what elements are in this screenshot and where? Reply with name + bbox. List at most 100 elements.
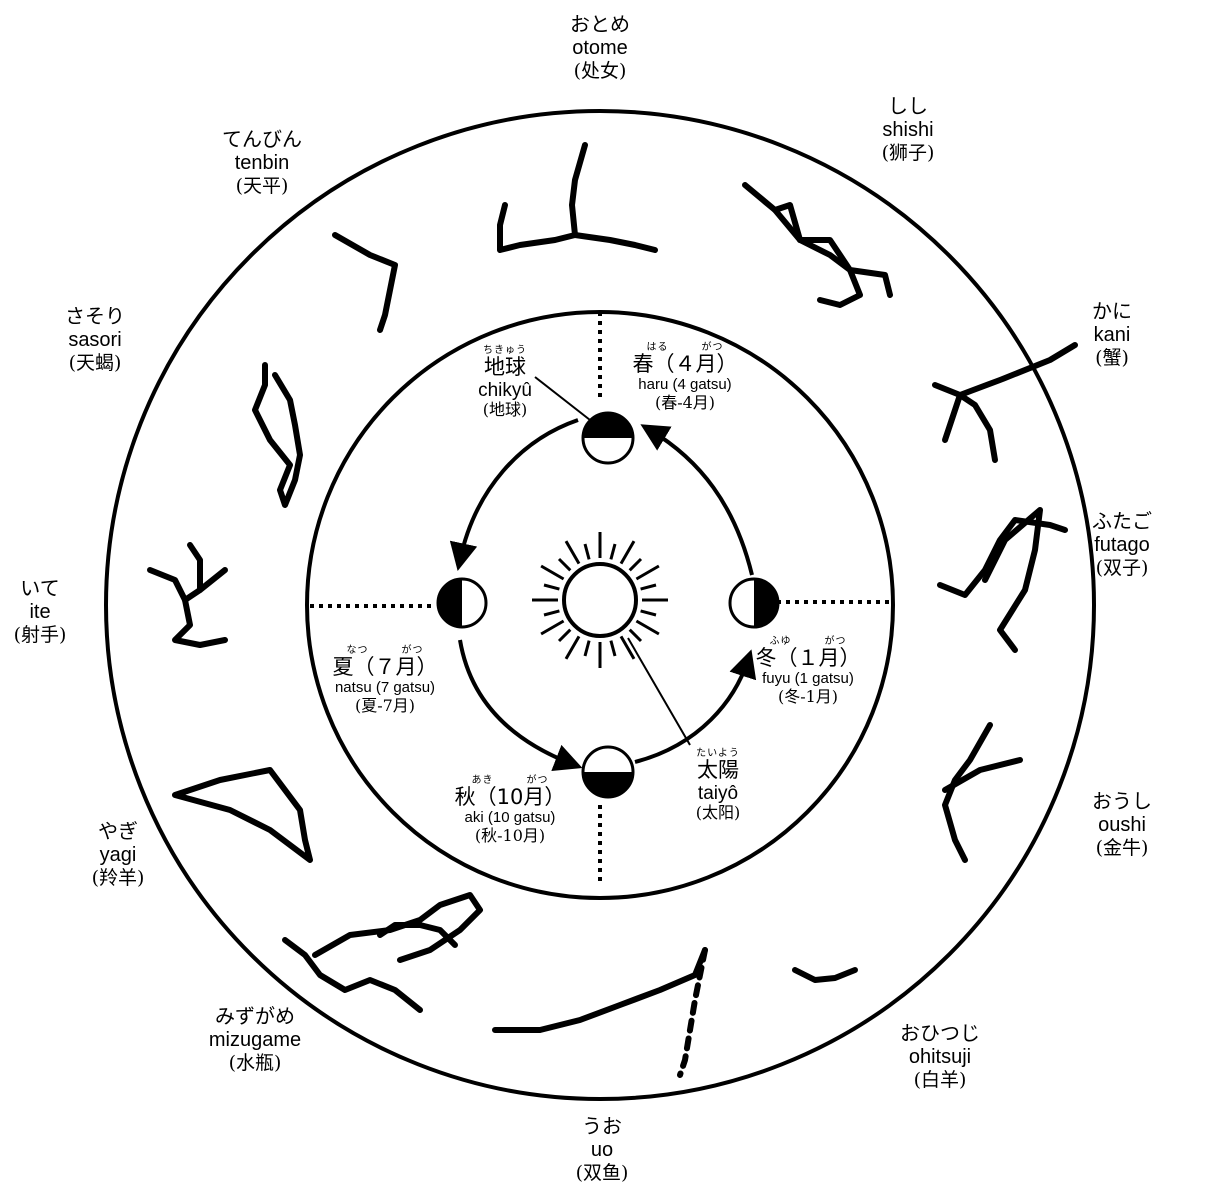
label-autumn: あき がつ 秋（10月） aki (10 gatsu) (秋-10月) [430,775,590,844]
sun-ray [541,621,564,634]
main: 春（４月） [605,353,765,377]
romaji: ohitsuji [855,1046,1025,1070]
label-shishi: しし shishi (狮子) [823,95,993,165]
label-ite: いて ite (射手) [0,577,125,647]
sun-ray [566,541,579,564]
main: 地球 [425,356,585,380]
kanji: (白羊) [855,1069,1025,1091]
kana: ふたご [1037,510,1205,534]
kanji: (蟹) [1027,347,1197,369]
ite-constellation-icon [150,570,225,600]
romaji: taiyô [638,783,798,804]
label-oushi: おうし oushi (金牛) [1037,790,1205,860]
sun-ray [636,621,659,634]
sun-icon [532,532,668,668]
romaji: oushi [1037,814,1205,838]
kanji: (冬-1月) [728,688,888,706]
kana: みずがめ [170,1005,340,1029]
shishi-constellation-icon [745,185,860,305]
romaji: kani [1027,324,1197,348]
label-ohitsuji: おひつじ ohitsuji (白羊) [855,1022,1025,1092]
kani-constellation-icon-b [945,395,995,460]
futago-constellation-icon-b [985,510,1040,650]
label-sun: たいよう 太陽 taiyô (太阳) [638,748,798,822]
sun-ray [566,636,579,659]
ohitsuji-constellation-icon [795,970,855,980]
romaji: futago [1037,534,1205,558]
kanji: (夏-7月) [305,697,465,715]
kanji: (处女) [515,60,685,82]
label-tenbin: てんびん tenbin (天平) [177,128,347,198]
ite-constellation-icon-b [175,600,225,645]
sun-ray [641,611,656,615]
sun-ray [641,585,656,589]
ite-constellation-icon-c [190,545,200,590]
label-sasori: さそり sasori (天蝎) [10,305,180,375]
kanji: (水瓶) [170,1052,340,1074]
kanji: (太阳) [638,804,798,822]
sun-leader-line [628,638,690,745]
sun-ray [544,611,559,615]
main: 冬（１月） [728,647,888,671]
kana: やぎ [33,820,203,844]
label-yagi: やぎ yagi (羚羊) [33,820,203,890]
kanji: (射手) [0,624,125,646]
kana: てんびん [177,128,347,152]
kana: うお [517,1115,687,1139]
romaji: fuyu (1 gatsu) [728,671,888,688]
sun-ray [585,641,589,656]
romaji: aki (10 gatsu) [430,810,590,827]
oushi-constellation-icon [945,725,990,860]
earth-spring-icon [583,413,633,463]
otome-constellation-icon-b [575,235,655,250]
sun-ray [630,630,641,641]
sun-ray [621,541,634,564]
kana: おとめ [515,13,685,37]
main: 秋（10月） [430,786,590,810]
earth-summer-icon [438,579,486,627]
sun-ray [559,630,570,641]
sun-ray [585,544,589,559]
kana: おうし [1037,790,1205,814]
sun-ray [630,559,641,570]
shishi-constellation-icon-b [775,205,890,295]
label-kani: かに kani (蟹) [1027,300,1197,370]
romaji: mizugame [170,1029,340,1053]
sun-ray [559,559,570,570]
romaji: yagi [33,844,203,868]
romaji: natsu (7 gatsu) [305,680,465,697]
label-uo: うお uo (双鱼) [517,1115,687,1185]
romaji: ite [0,601,125,625]
main: 夏（７月） [305,656,465,680]
kana: かに [1027,300,1197,324]
label-winter: ふゆ がつ 冬（１月） fuyu (1 gatsu) (冬-1月) [728,636,888,705]
sasori-constellation-icon [255,365,300,505]
kana: いて [0,577,125,601]
label-earth: ちきゅう 地球 chikyû (地球) [425,345,585,419]
romaji: chikyû [425,380,585,401]
kanji: (天蝎) [10,352,180,374]
sun-ray [621,636,634,659]
kana: おひつじ [855,1022,1025,1046]
label-futago: ふたご futago (双子) [1037,510,1205,580]
kanji: (双子) [1037,557,1205,579]
romaji: tenbin [177,152,347,176]
label-otome: おとめ otome (处女) [515,13,685,83]
kana: さそり [10,305,180,329]
kanji: (天平) [177,175,347,197]
kanji: (春-4月) [605,394,765,412]
sun-ray [544,585,559,589]
kanji: (羚羊) [33,867,203,889]
uo-constellation-icon [495,950,705,1030]
kanji: (秋-10月) [430,827,590,845]
sun-ray [636,566,659,579]
romaji: sasori [10,329,180,353]
label-mizugame: みずがめ mizugame (水瓶) [170,1005,340,1075]
label-summer: なつ がつ 夏（７月） natsu (7 gatsu) (夏-7月) [305,645,465,714]
main: 太陽 [638,759,798,783]
romaji: otome [515,37,685,61]
kanji: (狮子) [823,142,993,164]
kanji: (地球) [425,401,585,419]
kana: しし [823,95,993,119]
